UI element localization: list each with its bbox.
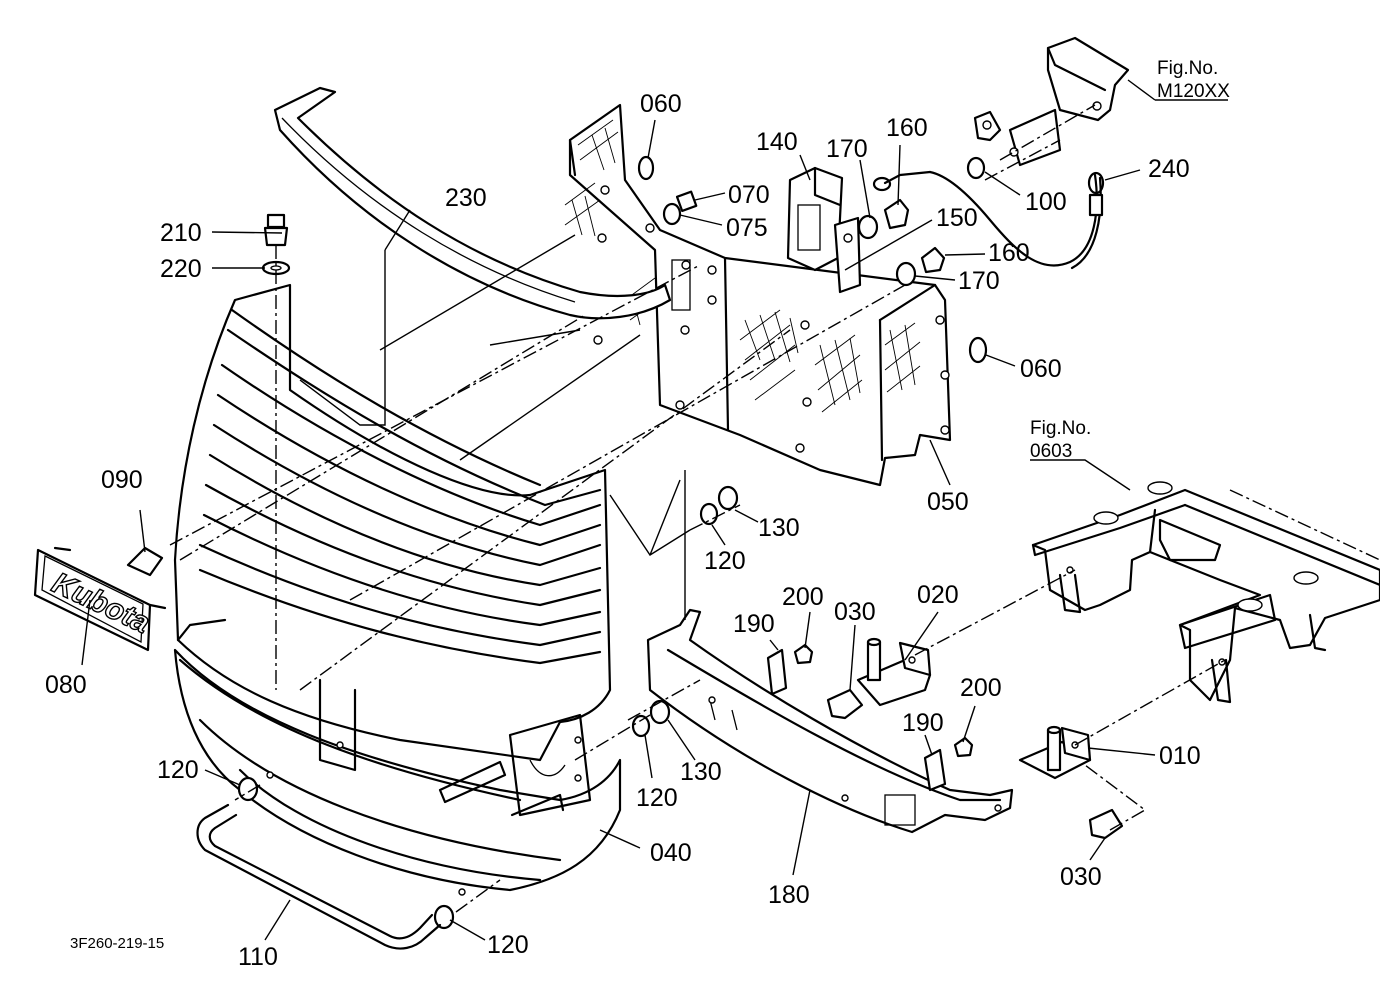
pin-plate-010	[1018, 725, 1092, 780]
bolt-210	[263, 213, 289, 247]
washer-100	[966, 156, 986, 180]
washer-120-bottom	[433, 904, 455, 930]
fig-ref-0603-number: 0603	[1030, 441, 1072, 462]
bracket-190-upper	[766, 648, 788, 696]
label-050: 050	[927, 488, 969, 516]
leader-lines	[81, 79, 1228, 941]
front-grille-040	[173, 283, 622, 896]
grommet-060-top	[637, 155, 655, 181]
label-160-upper: 160	[886, 114, 928, 142]
fig-ref-m120xx-number: M120XX	[1157, 81, 1230, 102]
label-140: 140	[756, 128, 798, 156]
label-040: 040	[650, 839, 692, 867]
label-075: 075	[726, 214, 768, 242]
label-190-lower: 190	[902, 709, 944, 737]
label-210: 210	[160, 219, 202, 247]
label-120-bottom: 120	[487, 931, 529, 959]
label-160-lower: 160	[988, 239, 1030, 267]
screw-200-upper	[793, 643, 814, 665]
label-080: 080	[45, 671, 87, 699]
bolt-030-lower	[1088, 808, 1124, 840]
label-020: 020	[917, 581, 959, 609]
label-100: 100	[1025, 188, 1067, 216]
label-010: 010	[1159, 742, 1201, 770]
label-090: 090	[101, 466, 143, 494]
part-number-labels: 060 070 075 140 170 160 150 160 170 100 …	[45, 90, 1201, 971]
label-200-upper: 200	[782, 583, 824, 611]
relay-bracket-m120xx	[973, 36, 1130, 167]
earth-wire-240	[872, 170, 1105, 270]
washer-170-lower	[895, 261, 917, 287]
controller-box-140	[786, 166, 862, 294]
label-220: 220	[160, 255, 202, 283]
shroud-panel-050	[564, 103, 952, 487]
grommet-060-right	[968, 336, 988, 364]
clip-090	[126, 546, 164, 577]
label-060-top: 060	[640, 90, 682, 118]
top-trim-bar-230	[273, 86, 672, 320]
emblem-logo-text: Kubota	[47, 566, 155, 640]
label-170-upper: 170	[826, 135, 868, 163]
pin-plate-020	[856, 637, 932, 707]
diagram-code: 3F260-219-15	[70, 935, 164, 952]
nut-130-lower	[649, 699, 671, 725]
bracket-190-lower	[923, 748, 947, 792]
label-120-upper: 120	[704, 547, 746, 575]
label-120-left: 120	[157, 756, 199, 784]
nut-070	[675, 190, 698, 213]
screw-160-lower	[920, 246, 946, 274]
label-070: 070	[728, 181, 770, 209]
label-110: 110	[238, 943, 278, 971]
label-200-lower: 200	[960, 674, 1002, 702]
screw-160-upper	[883, 198, 910, 230]
label-120-lower: 120	[636, 784, 678, 812]
label-170-lower: 170	[958, 267, 1000, 295]
washer-075	[662, 202, 682, 226]
washer-170-upper	[857, 214, 879, 240]
label-030-lower: 030	[1060, 863, 1102, 891]
label-030-upper: 030	[834, 598, 876, 626]
frame-assembly-0603	[1031, 481, 1380, 704]
fig-ref-0603: Fig.No. 0603	[1030, 418, 1091, 462]
assembly-center-lines	[169, 104, 1380, 913]
bolt-030-upper	[826, 688, 864, 720]
handle-bar-110	[196, 803, 442, 950]
lower-bracket-180	[646, 608, 1014, 834]
label-060-right: 060	[1020, 355, 1062, 383]
label-130-lower: 130	[680, 758, 722, 786]
fig-ref-0603-title: Fig.No.	[1030, 418, 1091, 439]
label-150: 150	[936, 204, 978, 232]
label-240: 240	[1148, 155, 1190, 183]
label-130-upper: 130	[758, 514, 800, 542]
fig-ref-m120xx: Fig.No. M120XX	[1157, 58, 1230, 102]
label-230: 230	[445, 184, 487, 212]
nut-130-upper	[717, 485, 739, 511]
label-190-upper: 190	[733, 610, 775, 638]
washer-120-lower	[631, 714, 651, 738]
washer-120-upper	[699, 502, 719, 526]
label-180: 180	[768, 881, 810, 909]
fig-ref-m120xx-title: Fig.No.	[1157, 58, 1218, 79]
